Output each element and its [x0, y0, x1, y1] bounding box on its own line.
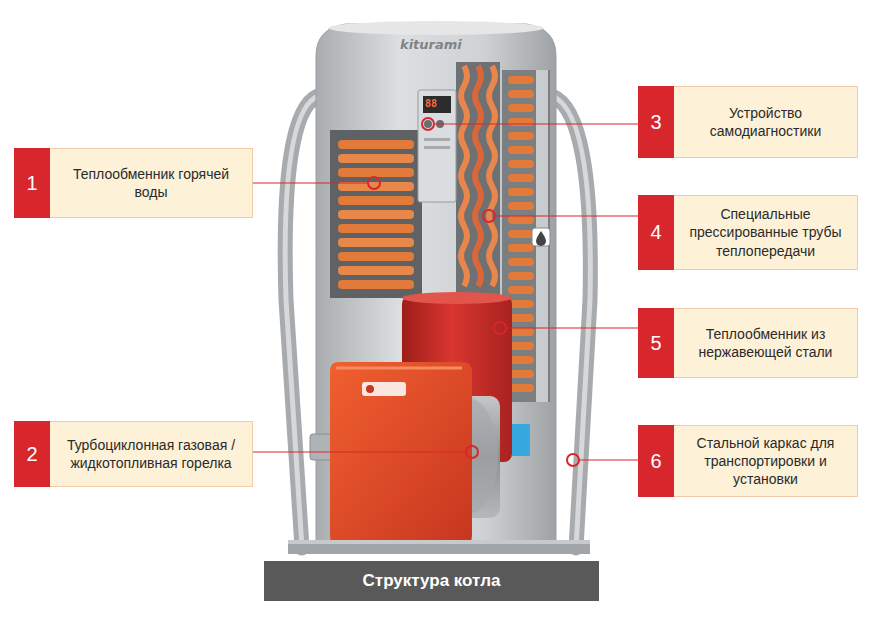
callout-number: 6 — [638, 425, 674, 497]
steel-frame — [552, 96, 590, 548]
control-panel — [418, 90, 456, 202]
copper-coil-column — [508, 272, 534, 280]
copper-coil-column — [508, 76, 534, 84]
leader-lines — [579, 459, 638, 460]
base-plate — [288, 540, 590, 554]
blue-pipe — [512, 424, 530, 456]
copper-coil-column — [508, 90, 534, 98]
leader-lines — [253, 118, 638, 466]
leader-lines — [567, 454, 579, 466]
boiler-body — [316, 21, 556, 548]
burner — [366, 385, 374, 393]
copper-coil-column — [508, 258, 534, 266]
copper-coil-column — [508, 286, 534, 294]
copper-coil-column — [508, 244, 534, 252]
callout-number: 5 — [638, 308, 674, 378]
callout-number: 1 — [14, 148, 50, 218]
burner — [362, 382, 406, 396]
callout-box: 1Теплообменник горячей воды — [14, 148, 253, 218]
leader-lines — [253, 451, 466, 452]
callout-box: 6Стальной каркас для транспортировки и у… — [638, 425, 858, 497]
steel-frame — [285, 96, 318, 548]
copper-coil-column — [508, 188, 534, 196]
callout-text: Теплообменник горячей воды — [50, 148, 253, 218]
leader-lines — [466, 446, 478, 458]
callout-text: Турбоциклонная газовая / жидкотопливная … — [50, 421, 253, 487]
blue-pipe — [512, 424, 530, 456]
callout-text: Стальной каркас для транспортировки и ус… — [674, 425, 858, 497]
copper-coil-column — [508, 132, 534, 140]
caption-bar: Структура котла — [264, 561, 599, 601]
stainless-exchanger — [402, 292, 512, 304]
display-digits: 88 — [425, 98, 437, 109]
water-heat-exchanger — [338, 224, 414, 233]
callout-number: 3 — [638, 86, 674, 158]
copper-coil-column — [508, 202, 534, 210]
water-heat-exchanger — [338, 252, 414, 261]
water-heat-exchanger — [330, 130, 422, 298]
callout-text: Специальные прессированные трубы теплопе… — [674, 195, 858, 270]
copper-coil-column — [508, 230, 534, 238]
callout-text: Теплообменник из нержавеющей стали — [674, 308, 858, 378]
copper-coil-column — [508, 146, 534, 154]
leader-lines — [483, 210, 495, 222]
water-heat-exchanger — [338, 196, 414, 205]
callout-box: 5Теплообменник из нержавеющей стали — [638, 308, 858, 378]
boiler-body — [316, 24, 556, 548]
burner — [330, 362, 472, 546]
steel-frame — [552, 96, 590, 548]
callout-text: Устройство самодиагностики — [674, 86, 858, 158]
heat-transfer-tubes — [461, 66, 467, 286]
control-panel — [423, 96, 451, 113]
callout-box: 2Турбоциклонная газовая / жидкотопливная… — [14, 421, 253, 487]
burner — [336, 367, 462, 370]
water-heat-exchanger — [338, 168, 414, 177]
leader-lines — [368, 177, 380, 189]
heat-transfer-tubes — [475, 66, 481, 286]
base-plate — [288, 540, 590, 544]
leader-lines — [494, 322, 506, 334]
control-panel — [418, 90, 456, 202]
water-heat-exchanger — [338, 238, 414, 247]
boiler-body — [328, 21, 544, 35]
water-heat-exchanger — [338, 210, 414, 219]
control-panel — [424, 146, 450, 149]
callout-number: 4 — [638, 195, 674, 270]
copper-coil-column — [508, 216, 534, 224]
water-heat-exchanger — [338, 266, 414, 275]
copper-coil-column — [508, 174, 534, 182]
heat-transfer-tubes — [456, 62, 500, 298]
control-panel — [424, 138, 450, 141]
leader-lines — [434, 123, 638, 124]
copper-coil-column — [508, 118, 534, 126]
brand-label: kiturami — [400, 38, 462, 52]
copper-coil-column — [508, 104, 534, 112]
water-heat-exchanger — [338, 154, 414, 163]
burner — [310, 362, 500, 546]
leader-lines — [495, 215, 638, 216]
leader-lines — [422, 118, 434, 130]
water-drop-icon — [536, 231, 546, 246]
callout-box: 3Устройство самодиагностики — [638, 86, 858, 158]
copper-coil-column — [508, 160, 534, 168]
callout-box: 4Специальные прессированные трубы теплоп… — [638, 195, 858, 270]
leader-lines — [253, 182, 368, 183]
water-heat-exchanger — [338, 280, 414, 289]
water-drop-icon — [532, 228, 550, 246]
heat-transfer-tubes — [489, 66, 495, 286]
leader-lines — [506, 327, 638, 328]
water-drop-icon — [532, 228, 550, 246]
water-heat-exchanger — [338, 140, 414, 149]
heat-transfer-tubes — [456, 62, 500, 298]
callout-number: 2 — [14, 421, 50, 487]
steel-frame — [285, 96, 318, 548]
base-plate — [288, 540, 590, 554]
control-panel — [424, 120, 432, 128]
water-heat-exchanger — [330, 130, 422, 298]
